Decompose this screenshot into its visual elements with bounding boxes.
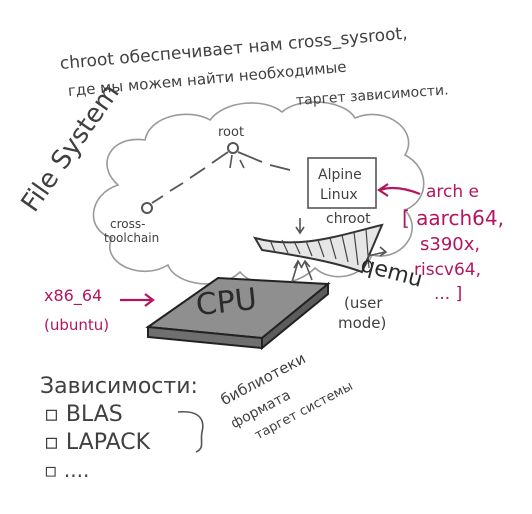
deps-item-2-text: LAPACK	[65, 430, 151, 455]
chroot-hatching	[269, 228, 370, 269]
arch-item-2: s390x,	[420, 234, 481, 255]
host-arch-label: x86_64	[44, 286, 103, 305]
arch-item-4: ... ]	[434, 284, 463, 304]
deps-item-3: ▫ ....	[44, 460, 89, 480]
tree-edge-right	[237, 151, 291, 171]
chroot-label: chroot	[326, 211, 371, 227]
arch-item-3: riscv64,	[414, 260, 482, 280]
bullet-icon: ▫	[44, 402, 66, 427]
deps-title: Зависимости:	[40, 374, 198, 399]
cpu-arrow-up-2	[300, 259, 313, 281]
filesystem-cloud	[92, 101, 425, 286]
arch-arrow	[377, 183, 421, 197]
toolchain-label-1: cross-	[110, 217, 146, 231]
qemu-mode-1: (user	[344, 294, 383, 312]
bullet-icon: ▫	[44, 430, 66, 455]
bullet-icon: ▫	[44, 458, 64, 482]
deps-brace	[177, 410, 204, 453]
tree-edge-left	[151, 151, 229, 204]
cpu-arrow-up-1	[291, 259, 303, 283]
deps-item-1-text: BLAS	[65, 402, 123, 427]
root-node	[227, 142, 239, 154]
toolchain-node	[141, 202, 153, 214]
chroot-arrow	[295, 218, 305, 235]
root-label: root	[218, 125, 245, 140]
host-arrow	[120, 293, 155, 307]
cpu-side	[261, 281, 329, 351]
qemu-link-arrow	[367, 246, 388, 257]
tree-edge-mid	[229, 154, 245, 169]
deps-item-1: ▫ BLAS	[44, 404, 123, 426]
arch-title: arch e	[426, 182, 480, 202]
qemu-mode-2: mode)	[338, 314, 387, 332]
alpine-label-1: Alpine	[318, 167, 362, 183]
alpine-box	[307, 157, 377, 209]
toolchain-label-2: toolchain	[104, 231, 160, 245]
chroot-funnel	[252, 223, 384, 274]
deps-item-2: ▫ LAPACK	[44, 432, 150, 454]
cpu-label: CPU	[194, 281, 259, 324]
deps-item-3-text: ....	[63, 458, 90, 482]
alpine-label-2: Linux	[320, 187, 358, 203]
arch-item-1: [ aarch64,	[402, 206, 504, 230]
host-os-label: (ubuntu)	[44, 316, 110, 334]
